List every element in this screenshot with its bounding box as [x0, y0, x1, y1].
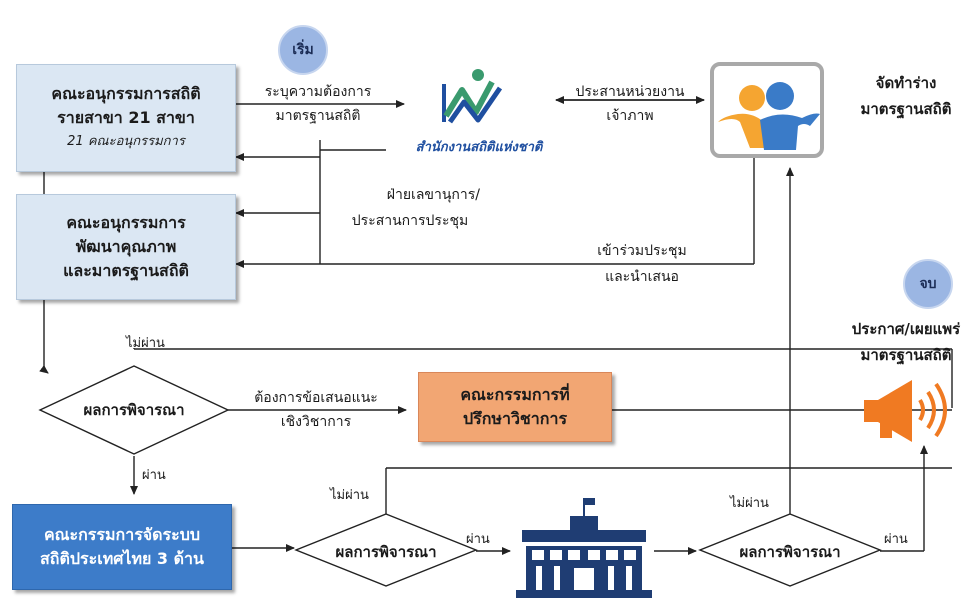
advisory-committee-box: คณะกรรมการที่ ปรึกษาวิชาการ — [418, 372, 612, 442]
announce-label: ประกาศ/เผยแพร่ มาตรฐานสถิติ — [836, 316, 976, 368]
announce-line1: ประกาศ/เผยแพร่ — [851, 320, 961, 338]
system-committee-box: คณะกรรมการจัดระบบ สถิติประเทศไทย 3 ด้าน — [12, 504, 232, 590]
start-label: เริ่ม — [292, 42, 314, 58]
edge-coordinate-owner: ประสานหน่วยงาน เจ้าภาพ — [560, 80, 700, 128]
system-committee-line1: คณะกรรมการจัดระบบ — [43, 525, 201, 544]
edge-join-meeting: เข้าร่วมประชุม และนำเสนอ — [572, 238, 712, 290]
edge-pass-1: ผ่าน — [142, 468, 166, 483]
edge-specify-need-line1: ระบุความต้องการ — [264, 84, 372, 100]
edge-need-advice-line2: เชิงวิชาการ — [280, 414, 352, 430]
government-building-icon — [516, 498, 652, 598]
nso-logo: สำนักงานสถิติแห่งชาติ — [404, 66, 554, 155]
meeting-people-icon — [718, 82, 820, 150]
decision-1 — [38, 365, 230, 455]
subcommittee-branch-line3: 21 คณะอนุกรรมการ — [67, 134, 185, 149]
draft-line2: มาตรฐานสถิติ — [860, 100, 952, 118]
nso-logo-icon — [442, 69, 503, 124]
draft-icon-frame — [710, 62, 824, 158]
draft-line1: จัดทำร่าง — [875, 74, 937, 92]
draft-label: จัดทำร่าง มาตรฐานสถิติ — [836, 70, 976, 122]
edge-secretariat-line1: ฝ่ายเลขานุการ/ — [386, 187, 480, 203]
system-committee-line2: สถิติประเทศไทย 3 ด้าน — [40, 549, 204, 568]
megaphone-icon — [864, 380, 947, 442]
edge-coordinate-owner-line1: ประสานหน่วยงาน — [575, 84, 685, 100]
edge-secretariat: ฝ่ายเลขานุการ/ ประสานการประชุม — [334, 182, 486, 234]
edge-specify-need-line2: มาตรฐานสถิติ — [275, 108, 361, 124]
edge-join-meeting-line2: และนำเสนอ — [605, 269, 679, 285]
subcommittee-quality-line2: พัฒนาคุณภาพ — [75, 237, 177, 256]
announce-line2: มาตรฐานสถิติ — [860, 346, 952, 364]
advisory-line1: คณะกรรมการที่ — [460, 385, 570, 404]
edge-pass-2: ผ่าน — [466, 532, 490, 547]
decision-3-label: ผลการพิจารณา — [739, 543, 841, 561]
subcommittee-quality-line3: และมาตรฐานสถิติ — [63, 261, 189, 280]
edge-specify-need: ระบุความต้องการ มาตรฐานสถิติ — [242, 80, 394, 128]
decision-2-label: ผลการพิจารณา — [335, 543, 437, 561]
decision-3 — [698, 513, 882, 587]
edge-need-advice-line1: ต้องการข้อเสนอแนะ — [254, 390, 378, 406]
decision-2 — [294, 513, 478, 587]
edge-fail-1: ไม่ผ่าน — [126, 336, 165, 351]
nso-logo-text: สำนักงานสถิติแห่งชาติ — [415, 140, 543, 155]
edge-fail-2: ไม่ผ่าน — [330, 488, 369, 503]
edge-need-advice: ต้องการข้อเสนอแนะ เชิงวิชาการ — [236, 386, 396, 434]
subcommittee-branch-box: คณะอนุกรรมการสถิติ รายสาขา 21 สาขา 21 คณ… — [16, 64, 236, 172]
edge-join-meeting-line1: เข้าร่วมประชุม — [597, 243, 687, 259]
edge-secretariat-line2: ประสานการประชุม — [351, 213, 469, 229]
end-node: จบ — [903, 259, 953, 309]
subcommittee-branch-line2: รายสาขา 21 สาขา — [57, 108, 195, 127]
advisory-line2: ปรึกษาวิชาการ — [462, 409, 568, 428]
end-label: จบ — [919, 276, 937, 292]
start-node: เริ่ม — [278, 25, 328, 75]
subcommittee-quality-line1: คณะอนุกรรมการ — [66, 213, 186, 232]
subcommittee-branch-line1: คณะอนุกรรมการสถิติ — [51, 84, 201, 103]
edge-pass-3: ผ่าน — [884, 532, 908, 547]
subcommittee-quality-box: คณะอนุกรรมการ พัฒนาคุณภาพ และมาตรฐานสถิต… — [16, 194, 236, 300]
decision-1-label: ผลการพิจารณา — [83, 401, 185, 419]
edge-coordinate-owner-line2: เจ้าภาพ — [606, 108, 654, 124]
edge-fail-3: ไม่ผ่าน — [730, 496, 769, 511]
